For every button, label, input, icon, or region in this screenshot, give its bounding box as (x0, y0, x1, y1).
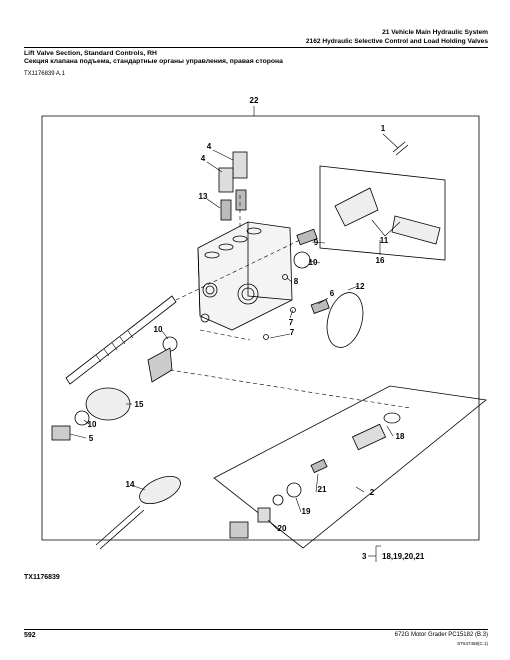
cartridge (218, 167, 234, 193)
kit-frame (213, 385, 487, 549)
callout-7: 7 (290, 328, 295, 337)
cover (85, 387, 131, 421)
page-title: Lift Valve Section, Standard Controls, R… (24, 50, 157, 57)
kit-items: 18,19,20,21 (382, 552, 425, 561)
figure-reference: TX1176839 A.1 (24, 71, 65, 77)
callout-22: 22 (250, 96, 259, 105)
manual-id: 672G Motor Grader PC15182 (B.3) (394, 632, 488, 638)
page-number: 592 (24, 632, 36, 639)
callout-15: 15 (135, 400, 144, 409)
callout-13: 13 (199, 192, 208, 201)
callout-5: 5 (89, 434, 94, 443)
kit-number: 3 (362, 552, 367, 561)
callout-11: 11 (380, 236, 389, 245)
callout-14: 14 (126, 480, 135, 489)
spool (65, 295, 177, 385)
section-header: 21 Vehicle Main Hydraulic System (382, 29, 488, 36)
callout-19: 19 (302, 507, 311, 516)
callout-10: 10 (309, 258, 318, 267)
assembly-frame (41, 115, 480, 541)
footer-rule (24, 629, 488, 630)
header-rule (24, 47, 488, 48)
callout-10: 10 (88, 420, 97, 429)
callout-8: 8 (294, 277, 299, 286)
valve-housing (197, 221, 293, 331)
callout-1: 1 (381, 124, 386, 133)
callout-16: 16 (376, 256, 385, 265)
callout-4: 4 (201, 154, 206, 163)
callout-7: 7 (289, 318, 294, 327)
callout-12: 12 (356, 282, 365, 291)
callout-4: 4 (207, 142, 212, 151)
figure-id: TX1176839 (24, 574, 60, 581)
callout-21: 21 (318, 485, 327, 494)
callout-18: 18 (396, 432, 405, 441)
callout-20: 20 (278, 524, 287, 533)
callout-2: 2 (370, 488, 375, 497)
document-code: ST647458(C.1) (457, 641, 488, 646)
callout-10: 10 (154, 325, 163, 334)
subsection-header: 2162 Hydraulic Selective Control and Loa… (305, 38, 488, 45)
subassembly-frame (319, 165, 446, 261)
callout-9: 9 (314, 238, 319, 247)
page-title-ru: Секция клапана подъема, стандартные орга… (24, 58, 283, 65)
callout-6: 6 (330, 289, 335, 298)
cartridge (232, 151, 248, 179)
